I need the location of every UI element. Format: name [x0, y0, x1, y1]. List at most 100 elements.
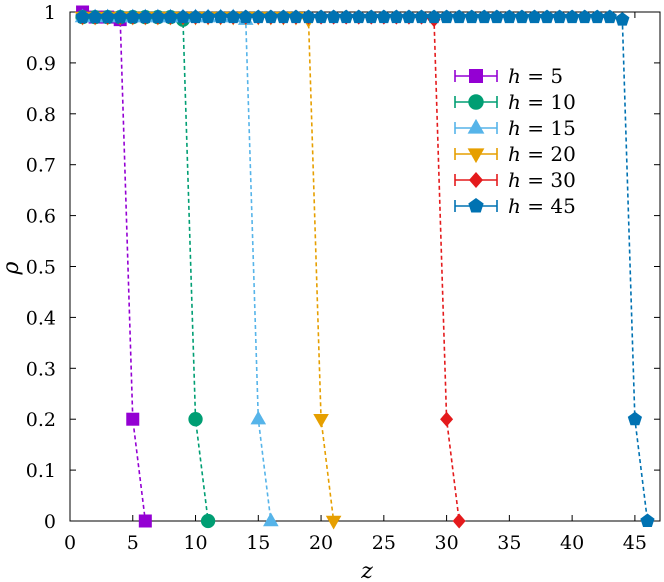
data-point-h45 — [615, 12, 630, 26]
legend-item-h45: h = 45 — [454, 194, 576, 218]
data-point-h45 — [263, 9, 278, 24]
data-point-h45 — [640, 513, 655, 528]
data-point-h45 — [113, 9, 128, 24]
data-point-h45 — [200, 9, 216, 24]
series-h20 — [74, 11, 342, 530]
data-point-h45 — [301, 9, 316, 24]
data-point-h45 — [188, 9, 203, 24]
series-line-h20 — [82, 16, 335, 522]
series-line-h5 — [82, 11, 147, 522]
y-axis-label: ρ — [0, 261, 24, 275]
data-point-h45 — [163, 9, 178, 24]
series-line-h15 — [82, 16, 272, 522]
series-h45 — [75, 9, 655, 528]
x-tick-label: 15 — [246, 532, 270, 554]
data-point-h20 — [313, 414, 329, 428]
legend-label-value: = 5 — [521, 64, 563, 88]
data-point-h45 — [565, 9, 580, 24]
y-tick-label: 0 — [44, 511, 56, 533]
data-point-h45 — [602, 9, 617, 24]
legend-label-variable: h — [508, 64, 521, 88]
series-line-h30 — [82, 16, 460, 522]
data-point-h45 — [627, 411, 643, 426]
data-point-h45 — [339, 9, 354, 24]
data-point-h45 — [590, 9, 605, 24]
data-point-h45 — [414, 9, 429, 24]
x-tick-label: 35 — [497, 532, 521, 554]
legend-marker — [469, 171, 483, 189]
data-point-h45 — [150, 9, 165, 24]
data-point-h45 — [75, 9, 90, 24]
y-tick-label: 0.7 — [26, 155, 56, 177]
data-point-h15 — [263, 512, 279, 527]
data-point-h45 — [426, 9, 442, 24]
data-point-h10 — [200, 513, 216, 529]
data-point-h45 — [552, 9, 567, 24]
data-point-h45 — [87, 9, 103, 24]
legend-item-h10: h = 10 — [454, 90, 576, 114]
legend-label-value: = 30 — [521, 168, 576, 192]
x-tick-label: 45 — [623, 532, 647, 554]
data-point-h45 — [175, 9, 191, 24]
data-point-h45 — [389, 9, 404, 24]
x-tick-label: 20 — [309, 532, 333, 554]
data-point-h20 — [325, 515, 342, 530]
y-tick-label: 0.1 — [26, 460, 56, 482]
data-point-h30 — [452, 513, 466, 529]
data-point-h45 — [238, 9, 253, 24]
x-tick-label: 0 — [64, 532, 76, 554]
data-point-h45 — [351, 9, 366, 24]
data-point-h45 — [502, 9, 517, 24]
legend-marker — [468, 197, 484, 213]
x-tick-label: 5 — [127, 532, 139, 554]
data-point-h45 — [251, 9, 266, 24]
legend-label: h = 20 — [508, 142, 576, 166]
y-tick-label: 0.8 — [26, 104, 56, 126]
data-point-h45 — [401, 9, 417, 24]
data-point-h45 — [226, 9, 241, 24]
data-point-h45 — [364, 9, 379, 24]
data-point-h45 — [514, 9, 530, 24]
legend-item-h5: h = 5 — [454, 64, 563, 88]
y-tick-label: 0.9 — [26, 53, 56, 75]
data-point-h45 — [577, 9, 592, 24]
series-line-h10 — [82, 16, 209, 522]
series-h10 — [75, 9, 216, 529]
data-point-h45 — [452, 9, 467, 24]
data-point-h45 — [288, 9, 304, 24]
legend-label-variable: h — [508, 116, 521, 140]
legend-label-variable: h — [508, 90, 521, 114]
data-point-h15 — [250, 410, 267, 425]
legend-label-variable: h — [508, 168, 521, 192]
data-point-h45 — [477, 9, 492, 24]
data-point-h5 — [138, 514, 152, 528]
legend-label: h = 30 — [508, 168, 576, 192]
legend-marker — [468, 94, 484, 110]
legend-label-value: = 15 — [521, 116, 576, 140]
data-point-h45 — [527, 9, 542, 24]
y-tick-label: 0.3 — [26, 358, 56, 380]
data-point-h45 — [489, 9, 504, 24]
series-h5 — [76, 5, 152, 528]
data-point-h45 — [326, 9, 341, 24]
plot-frame — [69, 11, 661, 522]
data-point-h45 — [539, 9, 555, 24]
legend-label-variable: h — [508, 194, 521, 218]
data-point-h30 — [440, 411, 454, 427]
data-point-h10 — [188, 412, 203, 427]
data-point-h45 — [439, 9, 454, 24]
legend-marker — [467, 118, 485, 134]
y-tick-label: 0.2 — [26, 409, 56, 431]
x-tick-label: 25 — [372, 532, 396, 554]
legend-item-h20: h = 20 — [454, 142, 576, 166]
x-tick-label: 30 — [435, 532, 459, 554]
legend-label: h = 5 — [508, 64, 563, 88]
data-point-h45 — [464, 9, 479, 24]
x-axis-label: z — [360, 559, 373, 582]
data-point-h45 — [125, 9, 140, 24]
legend-marker — [469, 69, 483, 83]
series-h30 — [76, 9, 466, 529]
legend-item-h15: h = 15 — [454, 116, 576, 140]
data-point-h45 — [213, 9, 228, 24]
